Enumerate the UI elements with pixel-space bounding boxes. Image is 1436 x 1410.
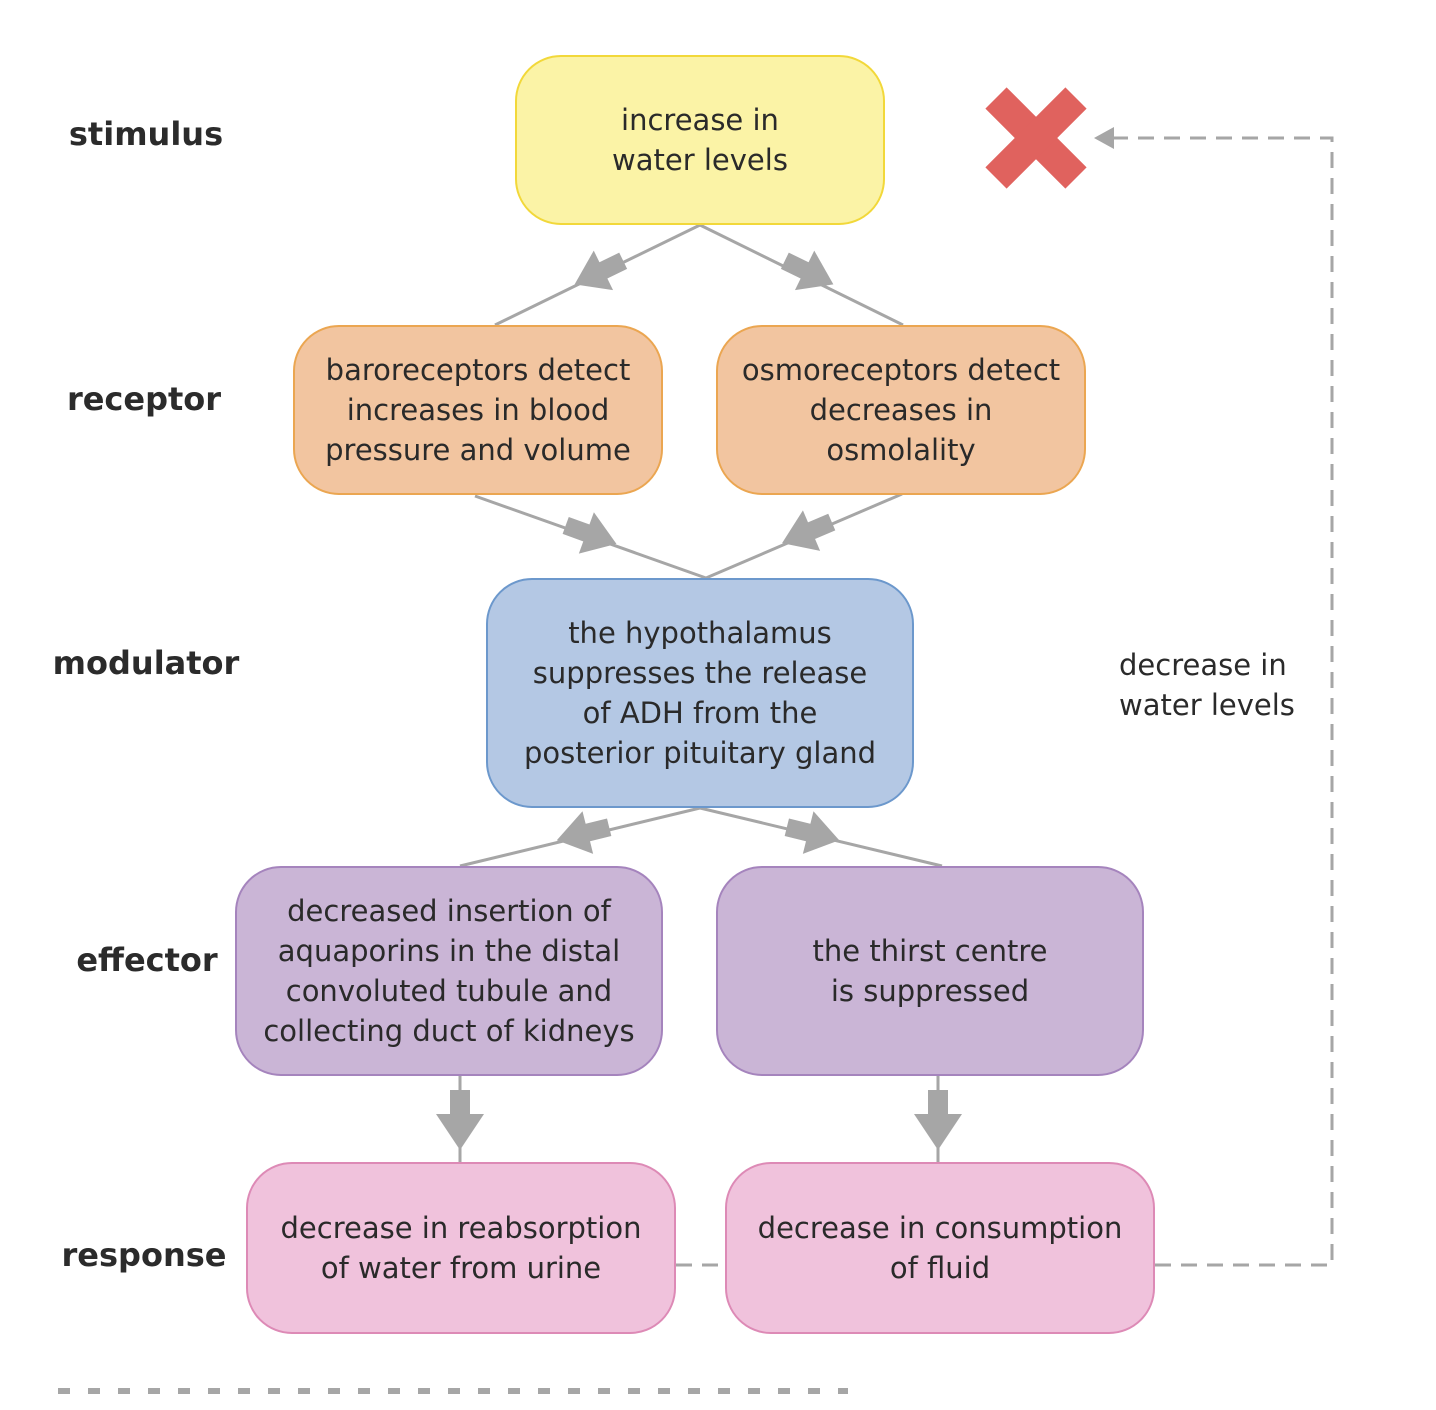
cropped-caption-strip <box>58 1388 848 1394</box>
arrow-aquaporins-to-reabsorption <box>436 1090 484 1150</box>
consumption-box: decrease in consumption of fluid <box>725 1162 1155 1334</box>
thirst-centre-box-text: the thirst centre is suppressed <box>812 934 1048 1008</box>
stimulus-box: increase in water levels <box>515 55 885 225</box>
osmoreceptors-box-text: osmoreceptors detect decreases in osmola… <box>741 353 1061 467</box>
arrow-hypothalamus-to-aquaporins <box>556 811 612 854</box>
feedback-label: decrease in water levels <box>1119 648 1295 722</box>
reabsorption-box-text: decrease in reabsorption of water from u… <box>280 1211 642 1285</box>
arrow-stimulus-to-baroreceptors <box>574 250 628 291</box>
cross-icon <box>985 87 1087 189</box>
arrow-osmoreceptors-to-hypothalamus <box>782 510 836 551</box>
osmoreceptors-box: osmoreceptors detect decreases in osmola… <box>716 325 1086 495</box>
reabsorption-box: decrease in reabsorption of water from u… <box>246 1162 676 1334</box>
arrow-thirst-to-consumption <box>914 1090 962 1150</box>
arrow-baroreceptors-to-hypothalamus <box>562 512 617 554</box>
feedback-loop <box>676 136 1334 1267</box>
consumption-box-text: decrease in consumption of fluid <box>757 1211 1123 1285</box>
baroreceptors-box-text: baroreceptors detect increases in blood … <box>325 353 631 467</box>
stimulus-box-text: increase in water levels <box>612 103 788 177</box>
row-label-response: response <box>61 1236 227 1274</box>
aquaporins-box-text: decreased insertion of aquaporins in the… <box>263 894 635 1048</box>
row-label-stimulus: stimulus <box>68 115 224 153</box>
arrow-hypothalamus-to-thirst <box>784 811 840 854</box>
row-label-receptor: receptor <box>66 380 222 418</box>
hypothalamus-box: the hypothalamus suppresses the release … <box>486 578 914 808</box>
arrowheads <box>436 250 962 1150</box>
feedback-arrowhead <box>1094 127 1114 149</box>
feedback-line <box>1110 136 1334 1267</box>
hypothalamus-box-text: the hypothalamus suppresses the release … <box>523 616 877 770</box>
row-label-modulator: modulator <box>52 644 240 682</box>
baroreceptors-box: baroreceptors detect increases in blood … <box>293 325 663 495</box>
thirst-centre-box: the thirst centre is suppressed <box>716 866 1144 1076</box>
arrow-stimulus-to-osmoreceptors <box>780 250 834 291</box>
row-label-effector: effector <box>76 941 218 979</box>
aquaporins-box: decreased insertion of aquaporins in the… <box>235 866 663 1076</box>
